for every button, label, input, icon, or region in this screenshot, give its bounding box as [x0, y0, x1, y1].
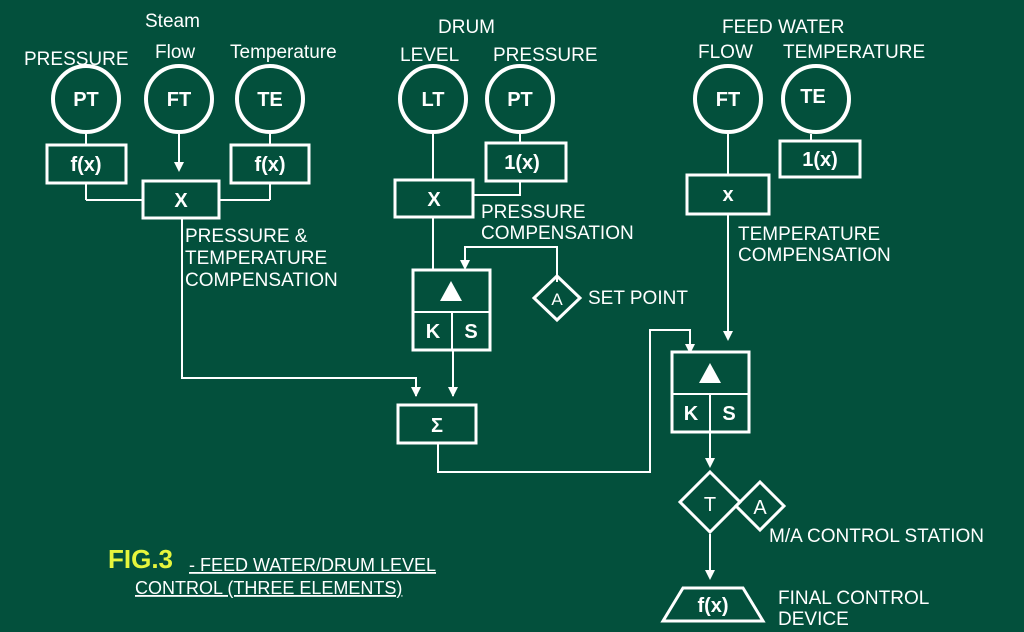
- instrument-steam-pt: PT: [51, 64, 121, 134]
- block-fx-pressure-label: f(x): [70, 154, 101, 176]
- label-temp-comp-2: COMPENSATION: [738, 245, 891, 266]
- label-drum: DRUM: [438, 17, 495, 38]
- level-controller-delta-icon: [440, 281, 462, 301]
- feedwater-controller-delta-icon: [699, 363, 721, 383]
- instrument-fw-te: TE: [781, 64, 851, 134]
- instrument-steam-ft: FT: [144, 64, 214, 134]
- final-control-fx: f(x): [697, 595, 728, 617]
- ma-station: T A: [677, 469, 787, 535]
- instrument-fw-te-label: TE: [800, 86, 826, 108]
- label-pt-comp-3: COMPENSATION: [185, 270, 338, 291]
- level-controller: K S: [411, 268, 492, 352]
- summer-block: Σ: [396, 403, 478, 445]
- block-steam-multiplier-label: X: [174, 190, 188, 212]
- instrument-drum-pt-label: PT: [507, 89, 533, 111]
- level-controller-k: K: [426, 321, 441, 343]
- label-final-1: FINAL CONTROL: [778, 588, 929, 609]
- block-drum-multiplier: X: [393, 178, 475, 219]
- block-fx-temperature: f(x): [229, 143, 311, 185]
- label-flow: Flow: [155, 42, 195, 63]
- block-fw-multiplier-label: x: [722, 184, 733, 206]
- caption-line1: - FEED WATER/DRUM LEVEL: [189, 555, 436, 575]
- final-control-device: f(x): [660, 586, 766, 623]
- arrow-heads: [174, 162, 733, 580]
- instrument-drum-lt-label: LT: [422, 89, 445, 111]
- instrument-steam-te: TE: [235, 64, 305, 134]
- instrument-drum-pt: PT: [485, 64, 555, 134]
- setpoint-a: A: [551, 290, 563, 309]
- instrument-steam-pt-label: PT: [73, 89, 99, 111]
- block-fx-drum-pressure-label: 1(x): [504, 152, 540, 174]
- feedwater-controller-s: S: [722, 403, 735, 425]
- level-controller-s: S: [464, 321, 477, 343]
- label-pressure: PRESSURE: [24, 49, 129, 70]
- signal-labels: PRESSURE Steam Flow Temperature DRUM LEV…: [24, 11, 984, 630]
- block-fx-pressure: f(x): [45, 143, 128, 185]
- instrument-fw-ft: FT: [693, 64, 763, 134]
- label-fw-temperature: TEMPERATURE: [783, 42, 925, 63]
- label-final-2: DEVICE: [778, 609, 849, 630]
- block-fw-multiplier: x: [685, 173, 771, 216]
- label-press-comp-1: PRESSURE: [481, 202, 586, 223]
- label-press-comp-2: COMPENSATION: [481, 223, 634, 244]
- block-fx-temperature-label: f(x): [254, 154, 285, 176]
- block-fx-fw-temperature: 1(x): [778, 139, 862, 179]
- label-set-point: SET POINT: [588, 288, 688, 309]
- caption-fig: FIG.3: [108, 544, 173, 574]
- feedwater-controller-k: K: [684, 403, 699, 425]
- block-fx-fw-temperature-label: 1(x): [802, 149, 838, 171]
- label-level: LEVEL: [400, 45, 459, 66]
- label-temp-comp-1: TEMPERATURE: [738, 224, 880, 245]
- instrument-drum-lt: LT: [398, 64, 468, 134]
- block-drum-multiplier-label: X: [427, 189, 441, 211]
- instrument-steam-ft-label: FT: [167, 89, 191, 111]
- instrument-steam-te-label: TE: [257, 89, 283, 111]
- label-fw-flow: FLOW: [698, 42, 753, 63]
- setpoint-diamond: A: [531, 273, 583, 323]
- label-temperature: Temperature: [230, 42, 337, 63]
- ma-station-t: T: [704, 494, 716, 516]
- block-steam-multiplier: X: [141, 179, 221, 220]
- block-fx-drum-pressure: 1(x): [484, 141, 568, 183]
- feedwater-controller: K S: [670, 350, 751, 434]
- label-ma-station: M/A CONTROL STATION: [769, 526, 984, 547]
- label-steam: Steam: [145, 11, 200, 32]
- ma-station-a: A: [753, 497, 767, 519]
- figure-caption: FIG.3 - FEED WATER/DRUM LEVEL CONTROL (T…: [108, 544, 436, 598]
- label-pt-comp-1: PRESSURE &: [185, 226, 308, 247]
- label-pt-comp-2: TEMPERATURE: [185, 248, 327, 269]
- label-feed-water: FEED WATER: [722, 17, 844, 38]
- summer-label: Σ: [431, 415, 443, 437]
- caption-line2: CONTROL (THREE ELEMENTS): [135, 578, 402, 598]
- label-drum-pressure: PRESSURE: [493, 45, 598, 66]
- instrument-fw-ft-label: FT: [716, 89, 740, 111]
